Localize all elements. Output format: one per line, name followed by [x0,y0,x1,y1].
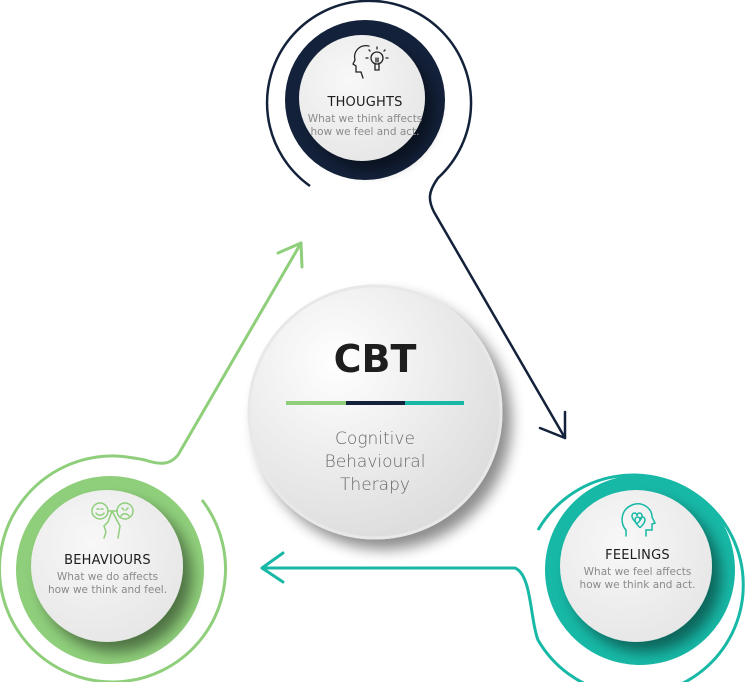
cbt-title: CBT [333,337,417,381]
thoughts-to-feelings-arrowhead [538,410,567,440]
thoughts-node [265,0,473,188]
behaviours-title: BEHAVIOURS [64,553,151,568]
behaviours-outer-ring [0,454,227,682]
behaviours-node [0,454,227,682]
thoughts-inner-circle [299,35,425,161]
behaviours-to-thoughts-arrow [143,241,303,465]
behaviours-desc-line-2: how we think and feel. [47,584,168,596]
head-hearts-icon [621,503,657,537]
feelings-title: FEELINGS [605,548,670,563]
feelings-desc-line-2: how we think and act. [579,579,696,591]
behaviours-inner-circle [31,490,183,642]
thoughts-desc-line-1: What we think affects [307,113,423,125]
feelings-desc-line-1: What we feel affects [583,566,692,578]
feelings-inner-circle [560,490,712,642]
behaviours-text: BEHAVIOURS What we do affects how we thi… [30,553,185,597]
thoughts-desc-line-2: how we feel and act. [310,126,420,138]
behaviours-to-thoughts-arrowhead [276,241,304,269]
behaviours-desc-line-1: What we do affects [56,571,159,583]
divider-green [286,401,346,405]
feelings-node [536,473,745,682]
cbt-subtitle: Cognitive Behavioural Therapy [250,428,500,497]
thoughts-to-feelings-arrow [428,176,567,440]
cbt-center-circle [247,284,503,540]
divider-navy [346,401,405,405]
cbt-center-node [247,284,503,540]
cbt-subtitle-line-1: Cognitive [335,429,415,449]
feelings-outer-ring [536,473,745,682]
thoughts-text: THOUGHTS What we think affects how we fe… [295,95,435,139]
feelings-text: FEELINGS What we feel affects how we thi… [560,548,715,592]
cbt-subtitle-line-3: Therapy [340,475,410,495]
divider-teal [405,401,464,405]
feelings-to-behaviours-arrowhead [260,551,285,584]
feelings-to-behaviours-arrow [260,566,540,642]
happy-sad-faces-icon [91,502,134,539]
cbt-subtitle-line-2: Behavioural [324,452,426,472]
thoughts-outer-ring [265,0,473,188]
thoughts-title: THOUGHTS [327,95,403,110]
head-lightbulb-icon [352,45,389,79]
